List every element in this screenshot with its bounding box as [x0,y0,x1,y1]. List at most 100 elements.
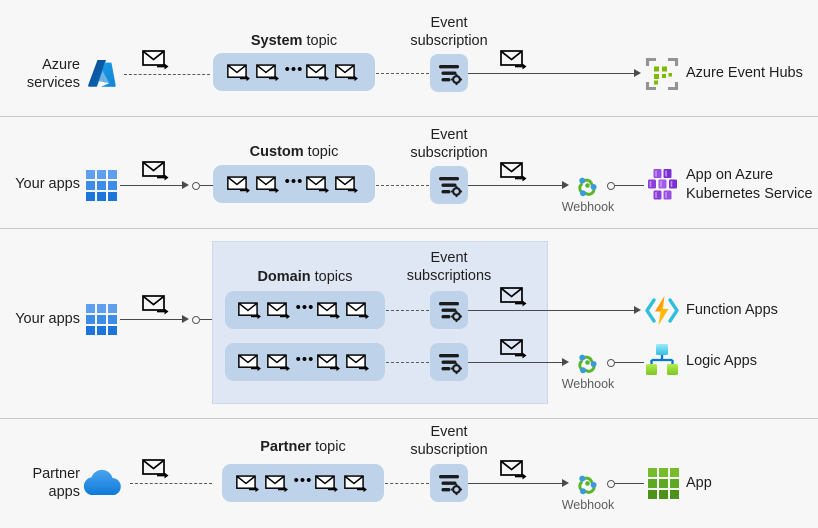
webhook-icon [578,177,597,197]
link-webhook-to-app [615,483,644,484]
envelope-icon [237,302,261,320]
source-label-your-apps: Your apps [15,176,80,192]
envelope-marker-icon [500,162,527,182]
link-source-to-partner-topic [130,483,212,484]
domain-topic-pill-2[interactable]: ••• [225,343,385,381]
envelope-icon [306,64,330,82]
blue-grid-apps-icon [86,304,117,335]
connector-dot [607,182,615,190]
envelope-icon [346,354,370,372]
azure-kubernetes-service-icon [648,169,677,200]
envelope-marker-icon [500,339,527,359]
subscription-label-domain: Event subscriptions [406,250,492,284]
arrowhead-icon [634,306,641,314]
custom-topic-pill[interactable]: ••• [213,165,375,203]
envelope-icon [226,176,250,194]
source-label-your-apps-domain: Your apps [15,311,80,327]
envelope-icon [266,302,290,320]
row-separator-1 [0,116,818,117]
envelope-icon [344,475,368,493]
envelope-icon [255,64,279,82]
link-subscription-to-function-apps [468,310,638,311]
topic-title-custom: Custom topic [249,144,339,160]
filter-gear-icon [439,65,462,86]
ellipsis: ••• [295,299,315,316]
azure-event-hubs-icon [645,57,679,91]
link-subscription-to-webhook-logic-apps [468,362,566,363]
link-webhook-to-aks [615,185,644,186]
source-label-azure-services: Azure services [26,57,80,91]
ellipsis: ••• [293,472,313,489]
filter-gear-icon [439,354,462,375]
event-subscription-icon[interactable] [430,166,468,204]
filter-gear-icon [439,177,462,198]
destination-label-logic-apps: Logic Apps [686,353,757,369]
arrowhead-icon [562,479,569,487]
cloud-icon [83,469,121,495]
envelope-icon [335,176,359,194]
envelope-icon [226,64,250,82]
domain-topic-pill-1[interactable]: ••• [225,291,385,329]
envelope-icon [266,354,290,372]
link-domain-topic-1-to-subscription [386,310,429,311]
envelope-icon [335,64,359,82]
filter-gear-icon [439,302,462,323]
event-subscription-icon[interactable] [430,291,468,329]
ellipsis: ••• [295,351,315,368]
link-source-to-domain [120,319,187,320]
arrowhead-icon [634,69,641,77]
row-separator-3 [0,418,818,419]
envelope-icon [237,354,261,372]
ellipsis: ••• [284,61,304,78]
subscription-label-system: Event subscription [410,15,488,49]
envelope-marker-icon [142,50,169,70]
webhook-label: Webhook [561,377,615,391]
subscription-label-partner: Event subscription [410,424,488,458]
topic-title-partner: Partner topic [260,439,346,455]
webhook-label: Webhook [561,200,615,214]
envelope-icon [317,354,341,372]
envelope-icon [306,176,330,194]
webhook-icon [578,475,597,495]
link-source-to-system-topic [124,74,210,75]
link-subscription-to-webhook-partner [468,483,566,484]
event-subscription-icon[interactable] [430,464,468,502]
blue-grid-apps-icon [86,170,117,201]
envelope-marker-icon [500,287,527,307]
link-subscription-to-webhook [468,185,566,186]
system-topic-pill[interactable]: ••• [213,53,375,91]
ellipsis: ••• [284,173,304,190]
link-source-to-custom-topic [120,185,187,186]
subscription-label-custom: Event subscription [410,127,488,161]
envelope-marker-icon [500,460,527,480]
envelope-marker-icon [500,50,527,70]
event-subscription-icon[interactable] [430,54,468,92]
envelope-icon [255,176,279,194]
webhook-label: Webhook [561,498,615,512]
topic-title-system: System topic [250,33,338,49]
source-label-partner-apps: Partner apps [32,466,80,500]
arrowhead-icon [182,315,189,323]
destination-label-azure-event-hubs: Azure Event Hubs [686,65,803,81]
connector-dot [607,359,615,367]
envelope-icon [315,475,339,493]
event-subscription-icon[interactable] [430,343,468,381]
arrowhead-icon [182,181,189,189]
filter-gear-icon [439,475,462,496]
destination-label-function-apps: Function Apps [686,302,778,318]
partner-topic-pill[interactable]: ••• [222,464,384,502]
destination-label-aks: App on Azure Kubernetes Service [686,167,813,202]
destination-label-app: App [686,475,712,491]
connector-dot [607,480,615,488]
link-dot-to-custom-topic [200,185,214,186]
webhook-icon [578,354,597,374]
link-webhook-to-logic-apps [615,362,644,363]
link-partner-topic-to-subscription [385,483,429,484]
envelope-icon [264,475,288,493]
link-custom-topic-to-subscription [376,185,429,186]
connector-dot [192,316,200,324]
envelope-marker-icon [142,295,169,315]
green-grid-app-icon [648,468,679,499]
envelope-icon [346,302,370,320]
